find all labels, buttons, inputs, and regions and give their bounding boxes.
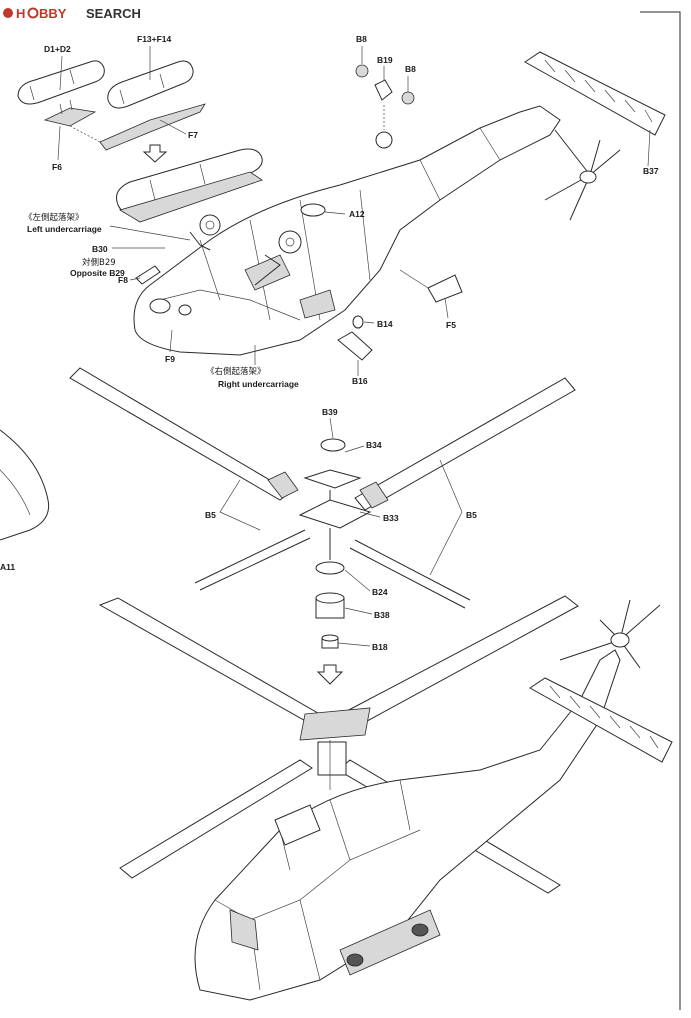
label-b18: B18 — [372, 642, 388, 652]
assembly-dots-f6 — [69, 125, 101, 143]
part-f5 — [399, 269, 463, 303]
page-frame — [640, 11, 681, 1010]
label-b30: B30 — [92, 244, 108, 254]
label-b33: B33 — [383, 513, 399, 523]
label-a11: A11 — [0, 562, 15, 572]
label-f9: F9 — [165, 354, 175, 364]
watermark-brand-a: H — [16, 6, 25, 21]
fuel-tank-d1-d2 — [17, 60, 105, 127]
helicopter-fuselage-top — [133, 105, 561, 356]
watermark-brand-b: BBY — [39, 6, 67, 21]
pointer-a12 — [324, 211, 346, 215]
helicopter-assembled — [194, 649, 621, 1001]
label-f7: F7 — [188, 130, 198, 140]
fuel-tank-f13-f14 — [99, 60, 206, 151]
watermark-brand-c: SEARCH — [86, 6, 141, 21]
left-undercarriage-wheel — [189, 214, 221, 251]
watermark-o-icon — [27, 7, 39, 19]
pointer-b5-right — [429, 459, 463, 576]
stabilizer-b37 — [524, 51, 666, 136]
rotor-hub-exploded — [298, 438, 372, 649]
arrow-down-icon-2 — [316, 664, 344, 685]
tail-rotor-top — [544, 129, 621, 221]
label-opposite-b29-en: Opposite B29 — [70, 268, 125, 278]
part-b14-b16 — [337, 315, 373, 361]
label-b8-right: B8 — [405, 64, 416, 74]
label-f8: F8 — [118, 275, 128, 285]
label-b14: B14 — [377, 319, 393, 329]
tail-rotor-bottom — [559, 599, 661, 669]
label-b24: B24 — [372, 587, 388, 597]
fuel-tank-assembled — [116, 148, 263, 223]
label-opposite-b29-cn: 対側B29 — [82, 257, 116, 268]
arrow-down-icon — [142, 144, 168, 163]
label-b39: B39 — [322, 407, 338, 417]
label-left-undercarriage-en: Left undercarriage — [27, 224, 102, 234]
label-left-undercarriage-cn: 《左側起落架》 — [24, 212, 84, 223]
label-b16: B16 — [352, 376, 368, 386]
label-b38: B38 — [374, 610, 390, 620]
label-d1-d2: D1+D2 — [44, 44, 71, 54]
label-f5: F5 — [446, 320, 456, 330]
fuselage-partial-a11 — [0, 429, 50, 541]
label-f13-f14: F13+F14 — [137, 34, 172, 44]
label-b37: B37 — [643, 166, 659, 176]
label-b19: B19 — [377, 55, 393, 65]
pointer-b5-left — [219, 479, 261, 531]
part-a12 — [300, 203, 326, 217]
label-b34: B34 — [366, 440, 382, 450]
label-f6: F6 — [52, 162, 62, 172]
label-right-undercarriage-cn: 《右側起落架》 — [206, 366, 266, 377]
label-b5-right: B5 — [466, 510, 477, 520]
part-f8 — [135, 265, 161, 285]
label-b8-top: B8 — [356, 34, 367, 44]
label-b5-left: B5 — [205, 510, 216, 520]
rotor-blades-exploded — [69, 367, 576, 609]
watermark-logo: H BBY SEARCH — [3, 6, 141, 21]
right-undercarriage-wheel — [254, 230, 302, 286]
wheel-parts-b8-b19 — [355, 64, 415, 149]
label-a12: A12 — [349, 209, 365, 219]
label-right-undercarriage-en: Right undercarriage — [218, 379, 299, 389]
stabilizer-bottom — [529, 677, 673, 763]
label-pointers — [57, 46, 651, 647]
